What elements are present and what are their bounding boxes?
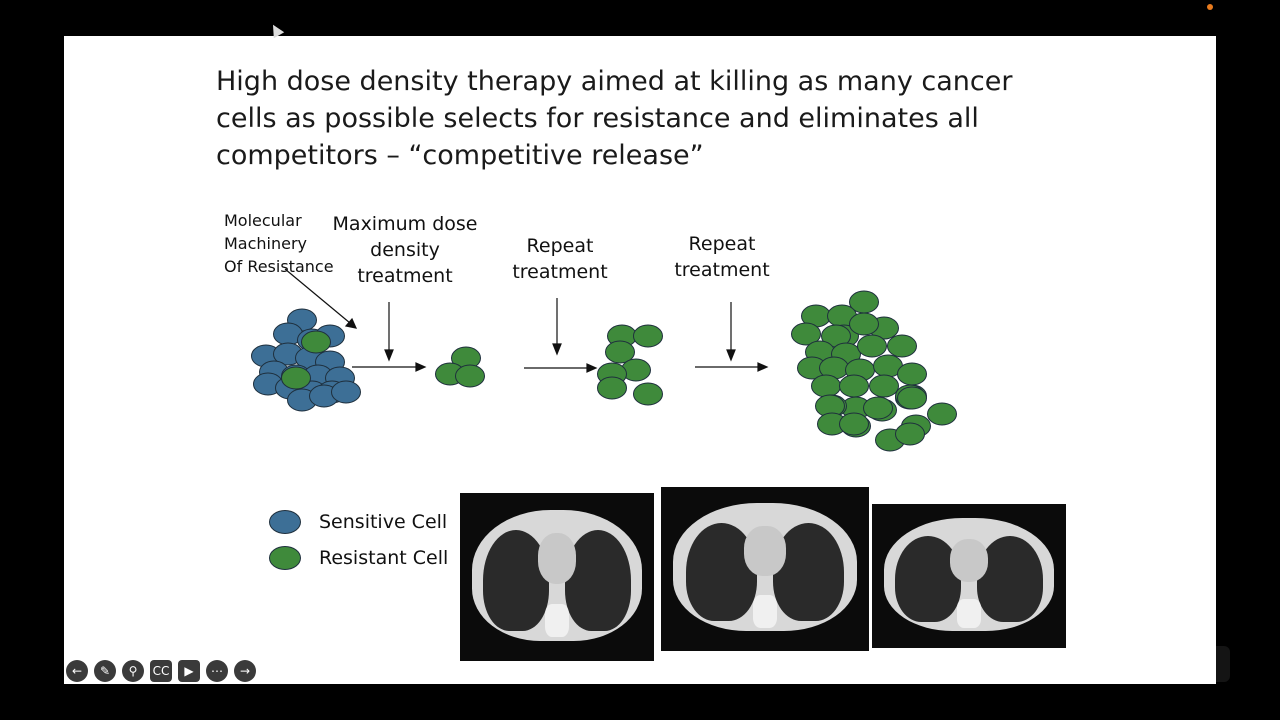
presentation-toolbar: ← ✎ ⚲ CC ▶ ⋯ →	[66, 660, 256, 682]
resistant-cell	[811, 374, 841, 398]
recording-dot-icon	[1207, 4, 1213, 10]
initial-tumor-cluster	[251, 308, 361, 412]
resistant-dot-icon	[269, 546, 301, 570]
down-arrow-1-head	[384, 349, 394, 362]
magnify-icon[interactable]: ⚲	[122, 660, 144, 682]
legend-sensitive: Sensitive Cell	[269, 510, 447, 534]
legend-resistant-label: Resistant Cell	[319, 547, 449, 569]
label-step2: Repeat treatment	[512, 235, 608, 283]
cell-clusters	[251, 290, 957, 452]
closed-caption-icon[interactable]: CC	[150, 660, 172, 682]
resistant-cell	[633, 382, 663, 406]
down-arrow-2-head	[552, 343, 562, 356]
resistant-cell	[455, 364, 485, 388]
resistant-cell	[791, 322, 821, 346]
resistant-cell	[605, 340, 635, 364]
resistant-cell	[839, 374, 869, 398]
resistant-cell	[597, 376, 627, 400]
resistant-cell	[897, 386, 927, 410]
pointer-arrow-line	[284, 268, 357, 329]
resistant-cell	[869, 374, 899, 398]
resistant-cell	[857, 334, 887, 358]
right-arrow-3-head	[757, 362, 769, 372]
resistant-cell	[301, 330, 331, 354]
resistant-cell	[895, 422, 925, 446]
cc-label: CC	[152, 664, 170, 678]
resistant-cell	[863, 396, 893, 420]
label-step3: Repeat treatment	[674, 233, 770, 281]
resistant-cell	[897, 362, 927, 386]
legend-sensitive-label: Sensitive Cell	[319, 511, 448, 533]
cell-diagram	[251, 268, 957, 452]
more-icon[interactable]: ⋯	[206, 660, 228, 682]
arrows	[284, 268, 769, 373]
label-machinery: Molecular Machinery Of Resistance	[224, 211, 334, 276]
arrow-right-icon[interactable]: →	[234, 660, 256, 682]
sensitive-cell	[331, 380, 361, 404]
post-treatment-2-cluster	[597, 324, 663, 406]
resistant-cell	[633, 324, 663, 348]
legend-resistant: Resistant Cell	[269, 546, 448, 570]
ct-scan-1	[460, 493, 654, 661]
zoom-watermark	[1098, 646, 1230, 682]
right-arrow-1-head	[415, 362, 427, 372]
label-step1: Maximum dose density treatment	[332, 213, 478, 287]
resistant-cell	[849, 312, 879, 336]
resistant-cell	[927, 402, 957, 426]
video-icon[interactable]: ▶	[178, 660, 200, 682]
sensitive-dot-icon	[269, 510, 301, 534]
post-treatment-1-cluster	[435, 346, 485, 388]
pen-icon[interactable]: ✎	[94, 660, 116, 682]
pointer-arrow-head	[344, 317, 358, 329]
ct-scan-3	[872, 504, 1066, 648]
right-arrow-2-head	[586, 363, 598, 373]
resistant-cell	[839, 412, 869, 436]
down-arrow-3-head	[726, 349, 736, 362]
ct-scan-2	[661, 487, 869, 651]
slide-title: High dose density therapy aimed at killi…	[216, 66, 1013, 171]
resistant-cell	[281, 366, 311, 390]
resistant-cell	[887, 334, 917, 358]
post-treatment-3-cluster	[791, 290, 957, 452]
slide: High dose density therapy aimed at killi…	[64, 36, 1216, 684]
arrow-left-icon[interactable]: ←	[66, 660, 88, 682]
